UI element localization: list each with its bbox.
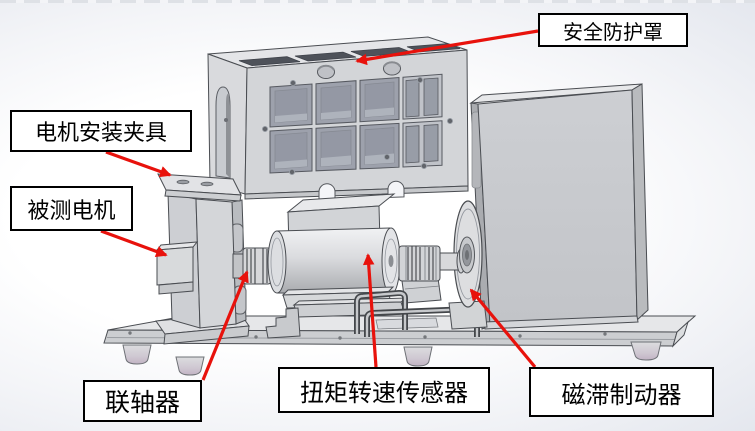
label-motor-mount-fixture: 电机安装夹具 (10, 110, 192, 152)
foot (630, 341, 662, 361)
fixture-foot-front (163, 325, 250, 345)
label-motor-under-test: 被测电机 (10, 186, 133, 231)
brake-shaft (439, 252, 460, 271)
label-torque-speed-sensor: 扭矩转速传感器 (278, 367, 490, 413)
arrow-sensor (362, 253, 378, 368)
base-plate-end (671, 320, 690, 348)
hysteresis-brake (469, 83, 649, 330)
sensor-body (277, 228, 390, 294)
top-edge-artifact (0, 0, 755, 3)
arrow-brake (469, 288, 537, 369)
brake-front-face (477, 89, 638, 327)
arrow-safety-cover (355, 29, 539, 66)
torque-speed-sensor (267, 193, 401, 295)
cover-notch-left (318, 183, 336, 201)
cover-notch-right (387, 180, 405, 199)
machine-feet (122, 341, 662, 376)
label-coupling: 联轴器 (83, 380, 202, 422)
label-safety-cover: 安全防护罩 (538, 13, 688, 47)
foot (175, 356, 205, 376)
safety-cover (207, 36, 469, 201)
label-hysteresis-brake: 磁滞制动器 (529, 367, 714, 417)
arrow-fixture (105, 150, 172, 178)
motor-under-test (155, 241, 199, 295)
foot (122, 344, 152, 365)
foot (403, 346, 433, 367)
pedestal-steps (265, 307, 301, 339)
arrow-coupling (201, 270, 249, 381)
arrow-motor (100, 229, 168, 258)
cover-screw-holes (261, 77, 453, 175)
fixture-column-front (195, 198, 237, 329)
brake-right-face (631, 83, 649, 322)
leader-arrows (100, 29, 539, 381)
brake-disc-hub (459, 236, 475, 274)
